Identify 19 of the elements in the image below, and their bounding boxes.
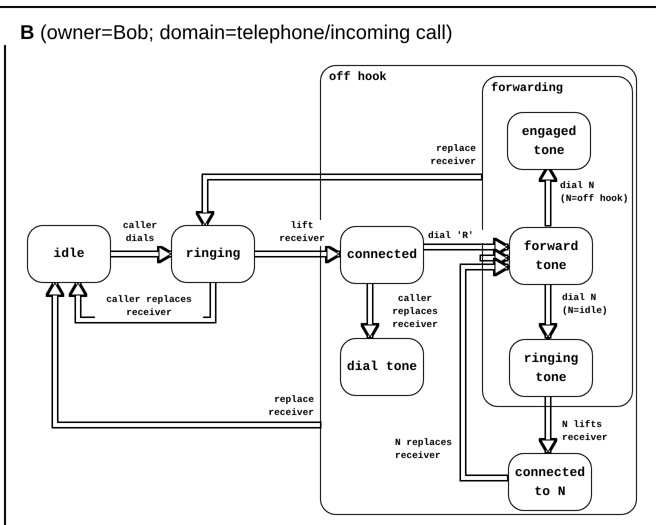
state-box — [507, 112, 591, 170]
state-name: engaged tone — [520, 122, 578, 160]
state-name: connected — [346, 246, 418, 264]
state-name: ringing tone — [522, 350, 580, 387]
state-name: forward tone — [522, 238, 580, 275]
state-name: ringing — [184, 245, 242, 264]
diagram-title: B (owner=Bob; domain=telephone/incoming call) — [20, 22, 452, 45]
state-box — [27, 225, 111, 283]
state-box — [340, 338, 424, 396]
state-name: connected to N — [514, 464, 586, 501]
state-box — [508, 453, 592, 511]
state-name: idle — [52, 245, 86, 264]
state-box — [171, 225, 255, 283]
state-box — [340, 226, 424, 284]
state-box — [509, 339, 593, 397]
superstate-name: off hook — [329, 70, 387, 84]
superstate-name: forwarding — [491, 81, 564, 95]
state-box — [509, 227, 593, 285]
state-name: dial tone — [346, 358, 418, 376]
